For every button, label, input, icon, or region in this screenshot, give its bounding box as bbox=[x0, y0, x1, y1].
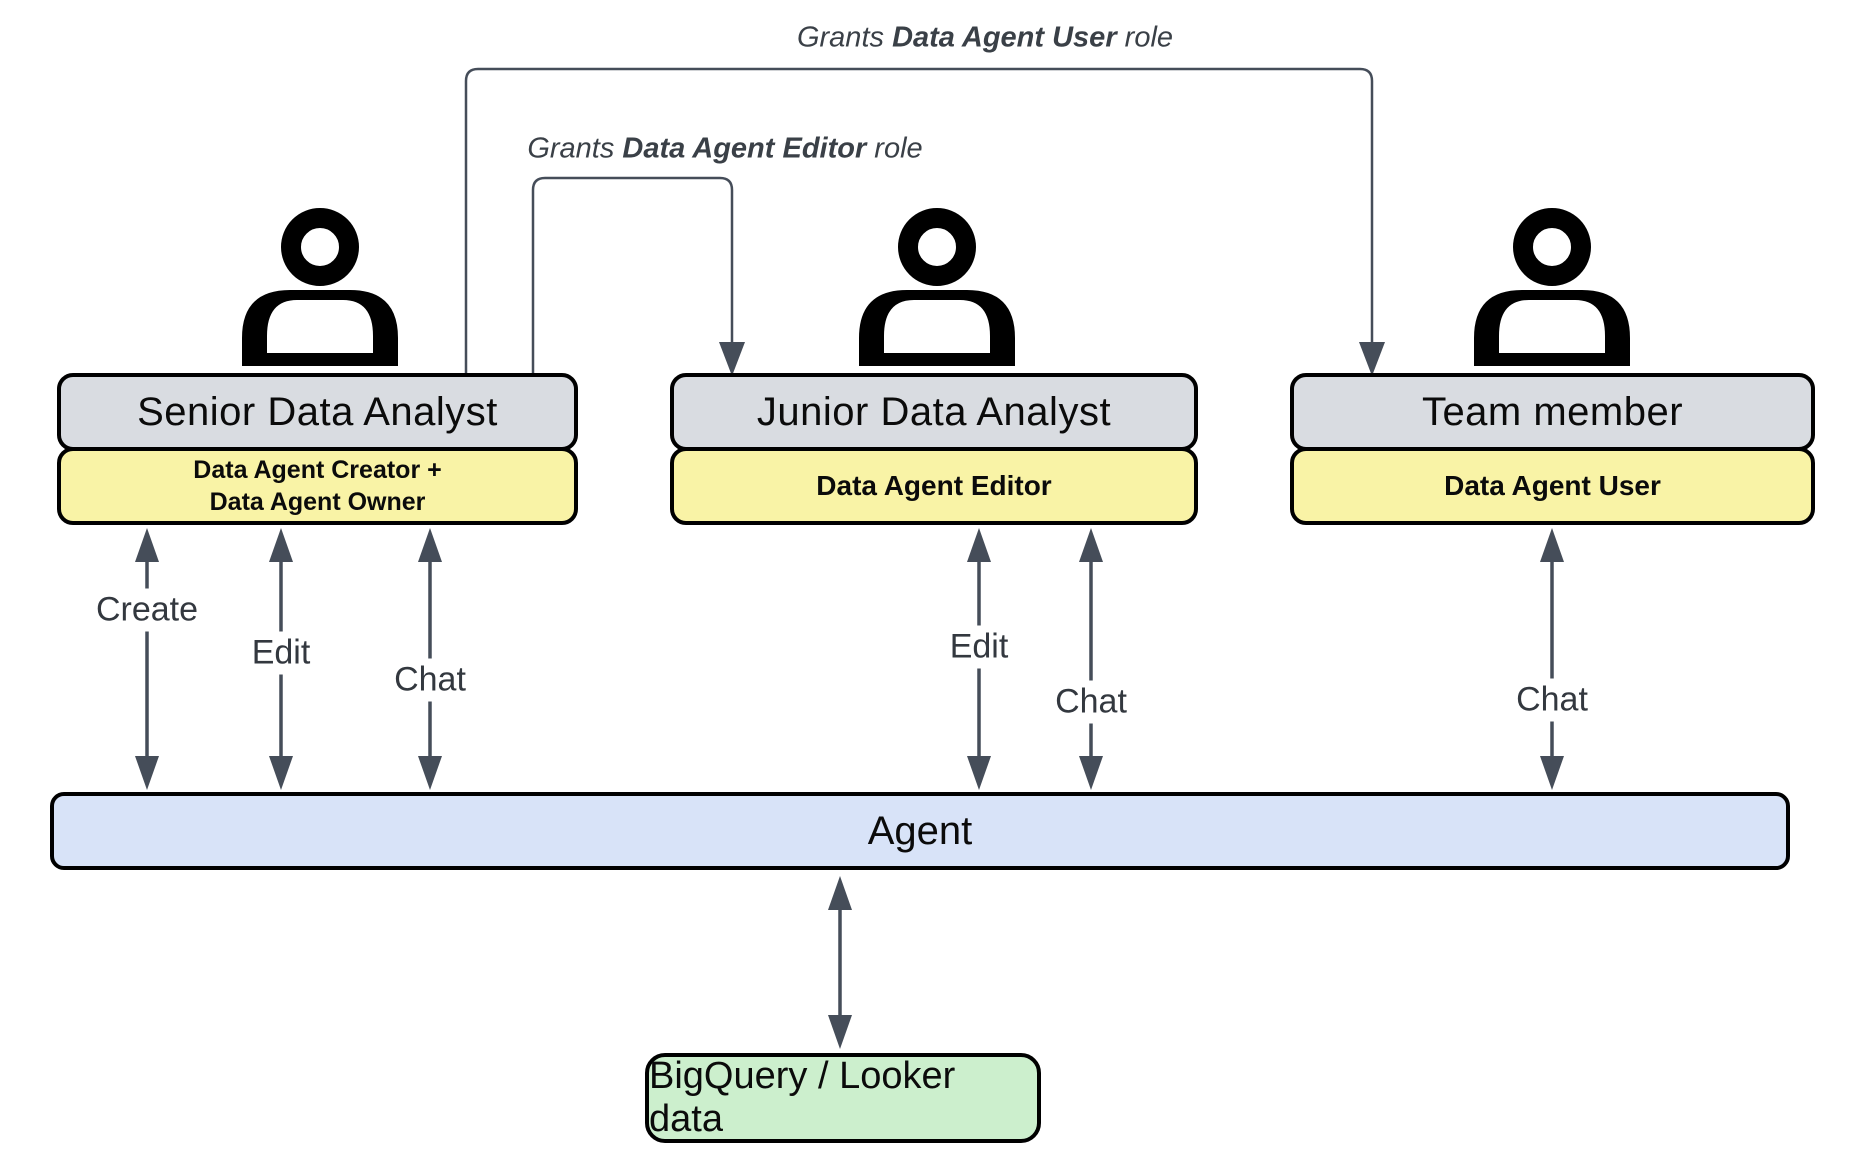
person-icon bbox=[1474, 208, 1630, 366]
agent-label: Agent bbox=[867, 808, 973, 853]
grant-user-suffix: role bbox=[1116, 21, 1174, 54]
junior-analyst-title-box: Junior Data Analyst bbox=[670, 373, 1198, 451]
arrowhead bbox=[269, 528, 293, 562]
arrowhead bbox=[1540, 756, 1564, 790]
agent-bar: Agent bbox=[50, 792, 1790, 870]
arrowhead bbox=[135, 756, 159, 790]
person-icon bbox=[242, 208, 398, 366]
datastore-box: BigQuery / Looker data bbox=[645, 1053, 1041, 1143]
arrowhead bbox=[135, 528, 159, 562]
create-label: Create bbox=[87, 588, 207, 632]
grant-editor-connector bbox=[531, 176, 734, 375]
chat-label: Chat bbox=[386, 658, 474, 702]
grant-user-arrowhead bbox=[1359, 342, 1385, 376]
arrowhead bbox=[1540, 528, 1564, 562]
arrowhead bbox=[828, 876, 852, 910]
edit-label: Edit bbox=[941, 625, 1017, 669]
arrowhead bbox=[967, 756, 991, 790]
grant-user-prefix: Grants bbox=[796, 21, 893, 54]
senior-analyst-title-box: Senior Data Analyst bbox=[57, 373, 578, 451]
arrowhead bbox=[1079, 756, 1103, 790]
grant-user-label: Grants Data Agent User role bbox=[797, 22, 1173, 55]
team-member-title: Team member bbox=[1421, 389, 1684, 434]
role-line: Data Agent Owner bbox=[209, 488, 426, 516]
arrowhead bbox=[418, 528, 442, 562]
grant-editor-role-name: Data Agent Editor bbox=[622, 132, 867, 165]
role-line: Data Agent User bbox=[1444, 469, 1661, 501]
role-line: Data Agent Editor bbox=[816, 469, 1052, 501]
datastore-label: BigQuery / Looker data bbox=[649, 1055, 956, 1140]
team-member-role-box: Data Agent User bbox=[1290, 447, 1815, 525]
grant-user-connector bbox=[464, 67, 1374, 375]
grant-editor-arrowhead bbox=[719, 342, 745, 376]
grant-editor-prefix: Grants bbox=[527, 132, 623, 165]
junior-analyst-role-box: Data Agent Editor bbox=[670, 447, 1198, 525]
role-line: Data Agent Creator + bbox=[193, 455, 442, 484]
grant-editor-label: Grants Data Agent Editor role bbox=[527, 133, 922, 166]
arrowhead bbox=[269, 756, 293, 790]
chat-label: Chat bbox=[1508, 678, 1596, 722]
grant-user-role-name: Data Agent User bbox=[892, 21, 1117, 54]
arrowhead bbox=[967, 528, 991, 562]
junior-analyst-title: Junior Data Analyst bbox=[756, 389, 1112, 434]
chat-label: Chat bbox=[1047, 680, 1135, 724]
team-member-title-box: Team member bbox=[1290, 373, 1815, 451]
senior-analyst-role-box: Data Agent Creator + Data Agent Owner bbox=[57, 447, 578, 525]
arrowhead bbox=[418, 756, 442, 790]
arrowhead bbox=[828, 1015, 852, 1049]
arrowhead bbox=[1079, 528, 1103, 562]
grant-editor-suffix: role bbox=[866, 132, 923, 165]
edit-label: Edit bbox=[243, 631, 319, 675]
senior-analyst-title: Senior Data Analyst bbox=[137, 389, 498, 434]
person-icon bbox=[859, 208, 1015, 366]
